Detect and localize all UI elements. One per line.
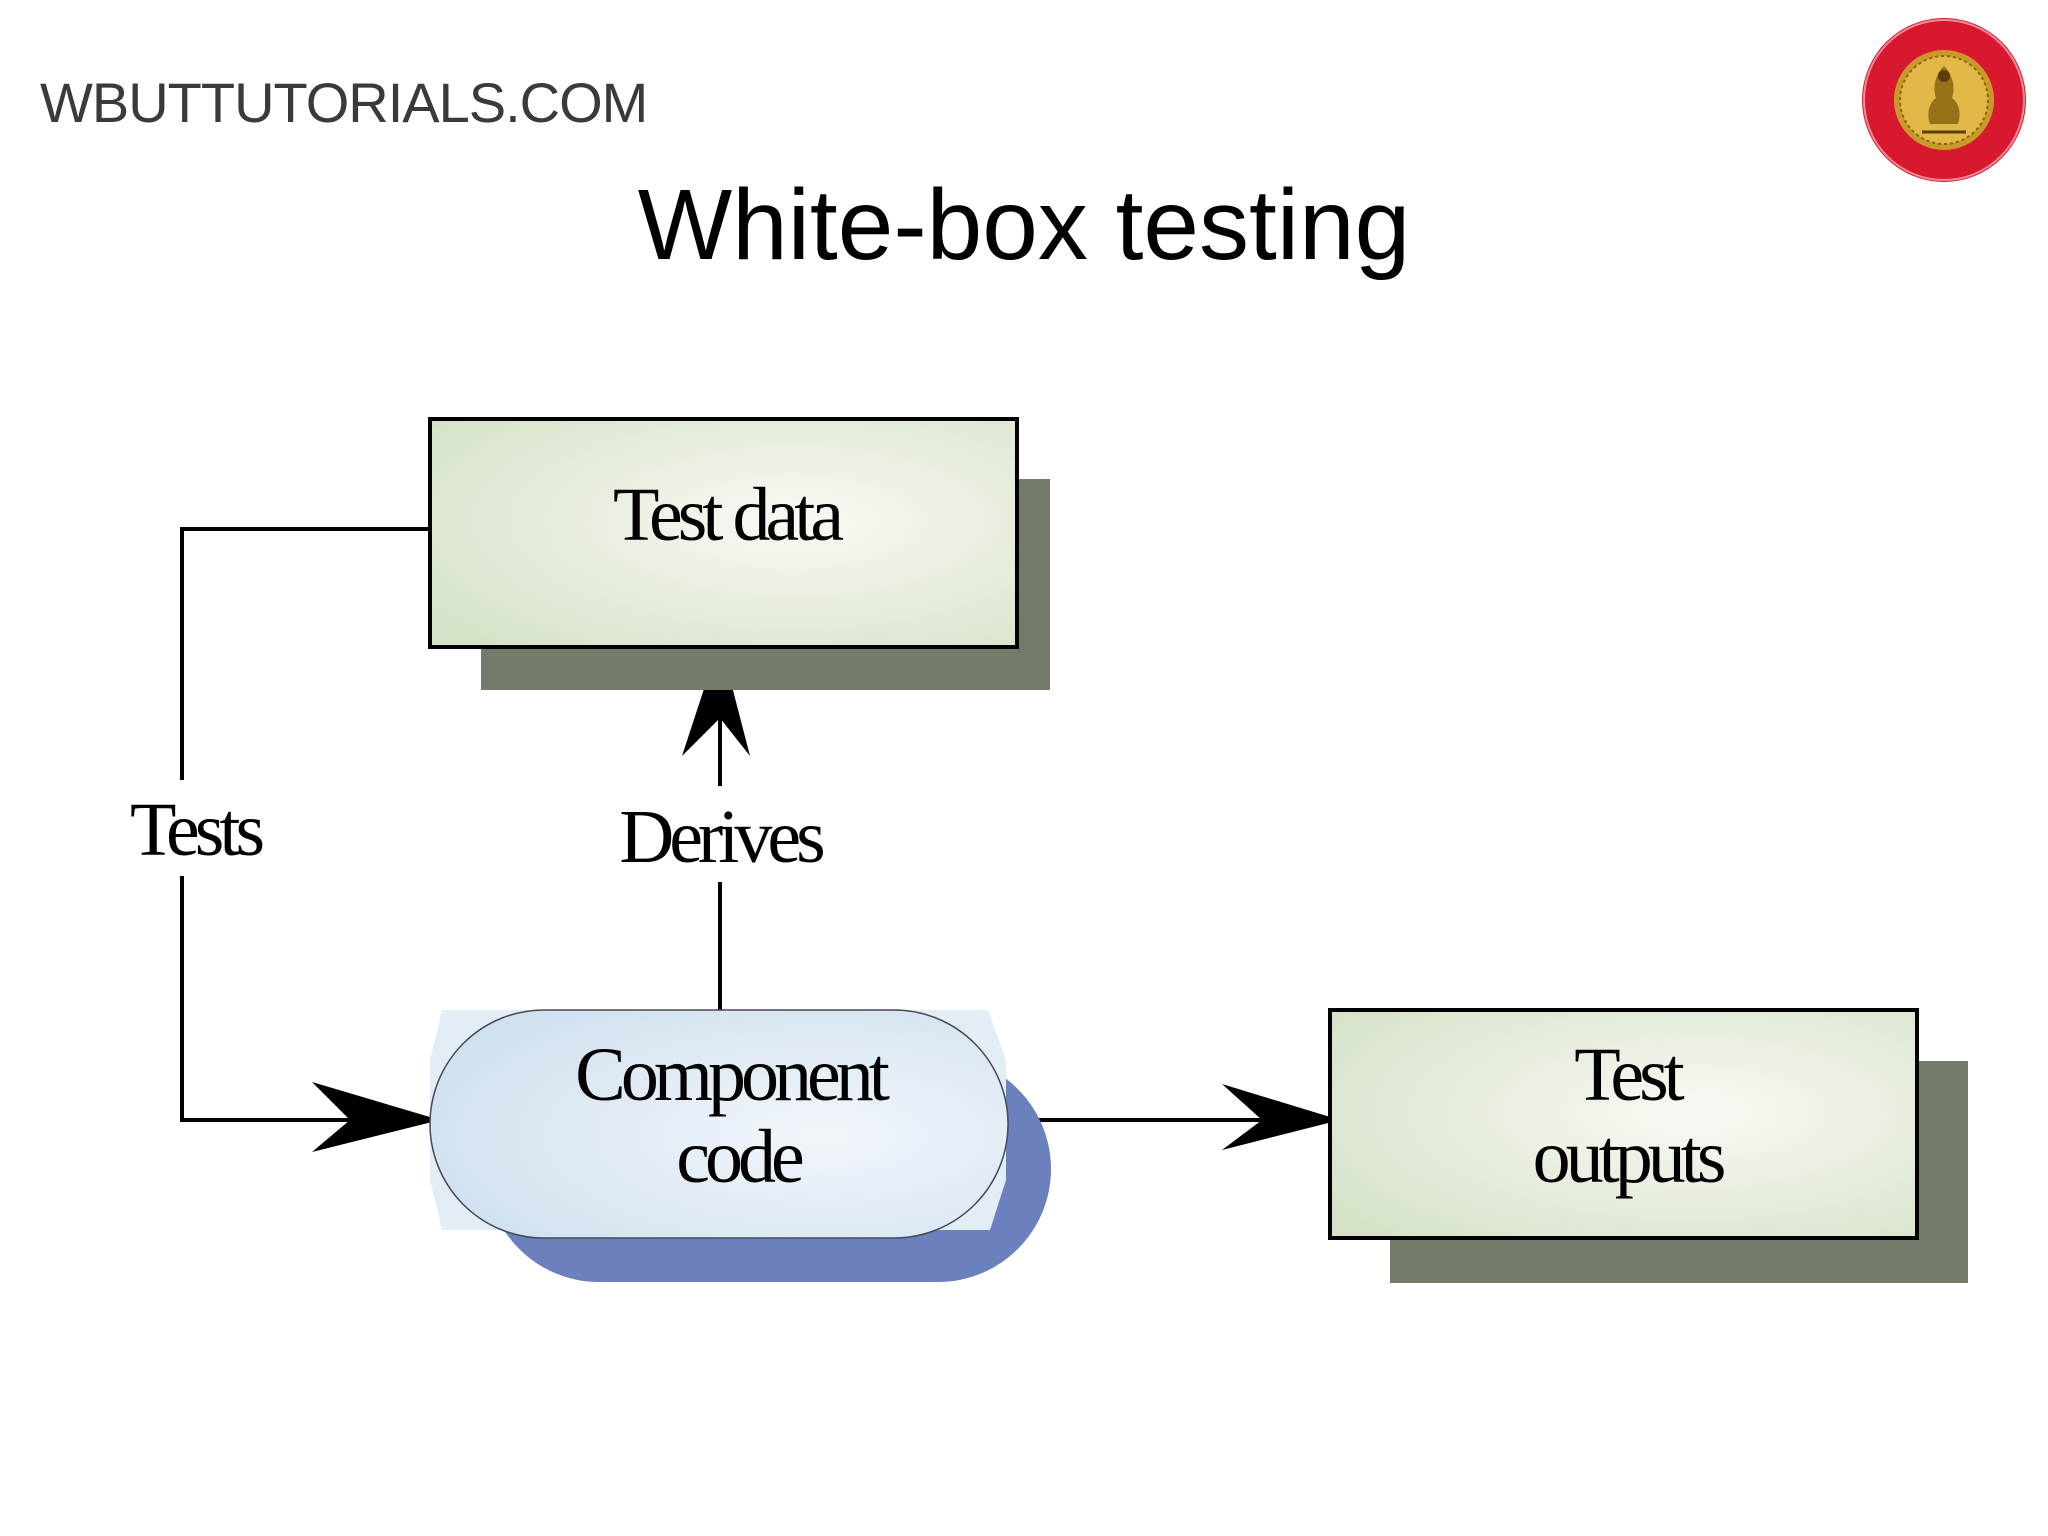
node-test-data-box <box>428 417 1019 649</box>
edge-derives-label: Derives <box>619 795 823 879</box>
edge-derives: Derives <box>590 640 850 1010</box>
brand-logo-text: WBUTTUTORIALS.COM <box>40 71 648 134</box>
edge-produces-arrowhead <box>1222 1084 1340 1150</box>
edge-produces <box>1008 1084 1340 1150</box>
node-component-code: Component code <box>429 1009 1051 1282</box>
edge-tests-arrowhead <box>312 1082 440 1152</box>
edge-tests-label: Tests <box>130 788 263 872</box>
page-title: White-box testing <box>637 169 1411 281</box>
node-test-outputs-label-line2: outputs <box>1533 1115 1724 1199</box>
node-test-data: Test data <box>428 417 1050 690</box>
node-test-outputs-label-line1: Test <box>1574 1033 1684 1117</box>
seal-logo-icon <box>1862 18 2026 182</box>
node-component-code-label-line2: code <box>676 1115 803 1199</box>
node-test-outputs: Test outputs <box>1328 1008 1968 1283</box>
node-component-code-pill <box>429 1009 1009 1239</box>
edge-derives-arrowhead <box>682 640 750 756</box>
edge-tests: Tests <box>112 527 440 1152</box>
node-component-code-label-line1: Component <box>575 1033 890 1117</box>
node-test-data-label: Test data <box>613 473 843 557</box>
node-test-outputs-box <box>1328 1008 1919 1240</box>
